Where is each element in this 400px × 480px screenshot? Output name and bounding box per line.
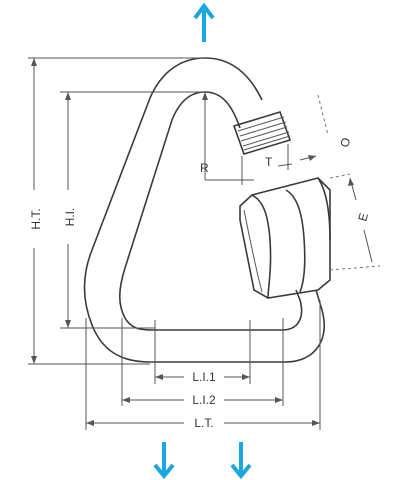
label-lt: L.T. xyxy=(194,416,213,430)
link-inner-outline xyxy=(118,91,303,331)
dimension-li1 xyxy=(154,320,251,384)
label-li1: L.I.1 xyxy=(192,370,216,384)
label-e: E xyxy=(355,211,371,222)
dimension-hi xyxy=(60,91,205,329)
arrow-down-icon xyxy=(230,442,252,480)
dimension-e xyxy=(329,173,381,271)
label-r: R xyxy=(200,161,209,175)
dimension-t xyxy=(241,144,293,185)
dimension-lt xyxy=(85,300,321,430)
link-outer-outline xyxy=(83,57,325,363)
nut xyxy=(239,177,331,299)
arrow-up-icon xyxy=(193,2,215,42)
label-o: O xyxy=(337,136,353,149)
label-t: T xyxy=(265,155,273,169)
label-li2: L.I.2 xyxy=(192,393,216,407)
dimension-r xyxy=(202,92,246,181)
label-ht: H.T. xyxy=(29,208,43,229)
label-hi: H.I. xyxy=(63,208,77,227)
arrow-down-icon xyxy=(153,442,175,480)
dimension-o xyxy=(299,94,329,161)
thread xyxy=(232,111,292,155)
dimension-li2 xyxy=(121,318,284,406)
dimension-ht xyxy=(28,57,205,365)
